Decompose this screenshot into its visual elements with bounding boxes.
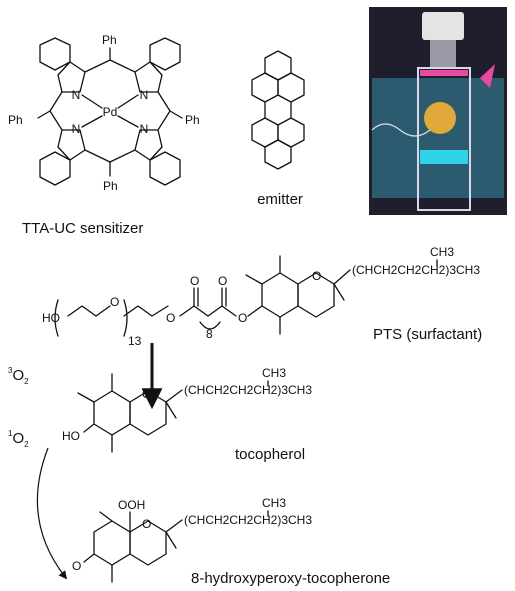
meso-bridge-bottom (84, 149, 136, 163)
singlet-oxygen-label: 1O2 (8, 429, 29, 449)
bond-n-pd-1 (81, 94, 103, 109)
benzo-ring-bottom-left (39, 151, 71, 186)
pts-side-chain-methyl: CH3 (430, 245, 454, 259)
pts-methyl-c2 (333, 283, 345, 301)
vial-photo (369, 7, 507, 215)
tone-chain-bond (165, 519, 183, 533)
tone-methyl-c2 (165, 531, 177, 549)
emitter-caption: emitter (257, 191, 303, 208)
toco-methyl-c2 (165, 401, 177, 419)
tocopherone-dienone-ring (93, 520, 131, 566)
toco-ring-oxygen: O (142, 387, 151, 401)
vial-cap (422, 12, 464, 40)
bracket-methylene (199, 321, 221, 330)
phenyl-label-bottom: Ph (103, 179, 118, 193)
sensitizer-structure (37, 37, 183, 186)
pink-glow (420, 70, 468, 76)
toco-side-chain-methyl: CH3 (262, 366, 286, 380)
pyrrole-top-left (57, 61, 86, 93)
pyrrole-bottom-left (57, 129, 86, 161)
nitrogen-label-2: N (140, 88, 149, 102)
paren-left (54, 299, 59, 337)
tocopherone-structure (83, 511, 183, 583)
pts-ester-oxygen-2: O (238, 311, 247, 325)
toco-side-chain: (CHCH2CH2CH2)3CH3 (184, 383, 312, 397)
tocopherone-chroman-ring (129, 520, 167, 566)
benzo-ring-top-left (39, 37, 71, 71)
pts-side-chain: (CHCH2CH2CH2)3CH3 (352, 263, 480, 277)
benzo-ring-bottom-right (149, 151, 181, 186)
bond-meso-left (37, 110, 51, 119)
pts-ester-oxygen-1: O (166, 311, 175, 325)
tone-ring-oxygen: O (142, 517, 151, 531)
product-caption: 8-hydroxyperoxy-tocopherone (191, 570, 390, 587)
tone-carbonyl-oxygen: O (72, 559, 81, 573)
photo-inset-panel (372, 78, 504, 198)
paren-right (123, 299, 128, 337)
tocopherol-chroman-ring (129, 390, 167, 436)
pts-peg-oxygen: O (110, 295, 119, 309)
tone-side-chain: (CHCH2CH2CH2)3CH3 (184, 513, 312, 527)
bond-n-pd-4 (117, 115, 139, 128)
perylene-ring-3 (277, 72, 305, 103)
vial-body (417, 67, 471, 211)
toco-methyl-left (77, 392, 95, 403)
pd-atom-label: Pd (103, 105, 118, 119)
triplet-oxygen-label: 3O2 (8, 366, 29, 386)
pts-ring-oxygen: O (312, 269, 321, 283)
tone-carbonyl-bond (83, 553, 95, 563)
pts-methyl-left (245, 274, 263, 285)
tone-side-chain-methyl: CH3 (262, 496, 286, 510)
red-arrow-decor (480, 64, 495, 88)
pyrrole-bottom-right (134, 129, 163, 161)
bond-n-pd-2 (117, 94, 139, 109)
ester-to-ring (247, 305, 263, 317)
phenyl-label-right: Ph (185, 113, 200, 127)
pts-structure (54, 255, 351, 337)
phenyl-label-left: Ph (8, 113, 23, 127)
emitter-structure (251, 50, 305, 170)
tocopherol-caption: tocopherol (235, 446, 305, 463)
peg-chain (67, 305, 111, 317)
surfactant-squiggle (371, 123, 431, 137)
pyrrole-top-right (134, 61, 163, 93)
succinate-chain (179, 305, 237, 317)
micelle-drawing (424, 102, 456, 134)
tocopherol-structure (77, 373, 183, 453)
pts-repeat-count: 13 (128, 334, 142, 348)
pts-carbonyl-oxygen-1: O (190, 274, 199, 288)
pts-methylene-count: 8 (206, 327, 213, 341)
reaction-arrow-curved (36, 447, 68, 580)
toco-oh-bond (83, 423, 95, 433)
tocopherol-aromatic-ring (93, 390, 131, 436)
nitrogen-label-3: N (72, 122, 81, 136)
pts-chain-bond (333, 269, 351, 285)
tone-peroxy: OOH (118, 498, 145, 512)
meso-bridge-top (84, 59, 136, 73)
tone-methyl-top (99, 511, 113, 522)
pts-aromatic-ring (261, 272, 299, 318)
pts-ho-label: HO (42, 311, 60, 325)
meso-bridge-right (157, 91, 171, 131)
vial-neck (430, 40, 456, 68)
linker-chain (123, 305, 169, 317)
perylene-ring-6 (264, 139, 292, 170)
toco-chain-bond (165, 389, 183, 403)
pts-chroman-ring (297, 272, 335, 318)
sensitizer-caption: TTA-UC sensitizer (22, 220, 143, 237)
benzo-ring-top-right (149, 37, 181, 71)
meso-bridge-left (49, 91, 63, 131)
pts-carbonyl-oxygen-2: O (218, 274, 227, 288)
pts-caption: PTS (surfactant) (373, 326, 482, 343)
toco-hydroxy: HO (62, 429, 80, 443)
bond-meso-right (169, 110, 183, 119)
cyan-glow (420, 150, 468, 164)
perylene-ring-2 (251, 72, 279, 103)
nitrogen-label-4: N (140, 122, 149, 136)
bond-n-pd-3 (81, 115, 103, 128)
nitrogen-label-1: N (72, 88, 81, 102)
phenyl-label-top: Ph (102, 33, 117, 47)
